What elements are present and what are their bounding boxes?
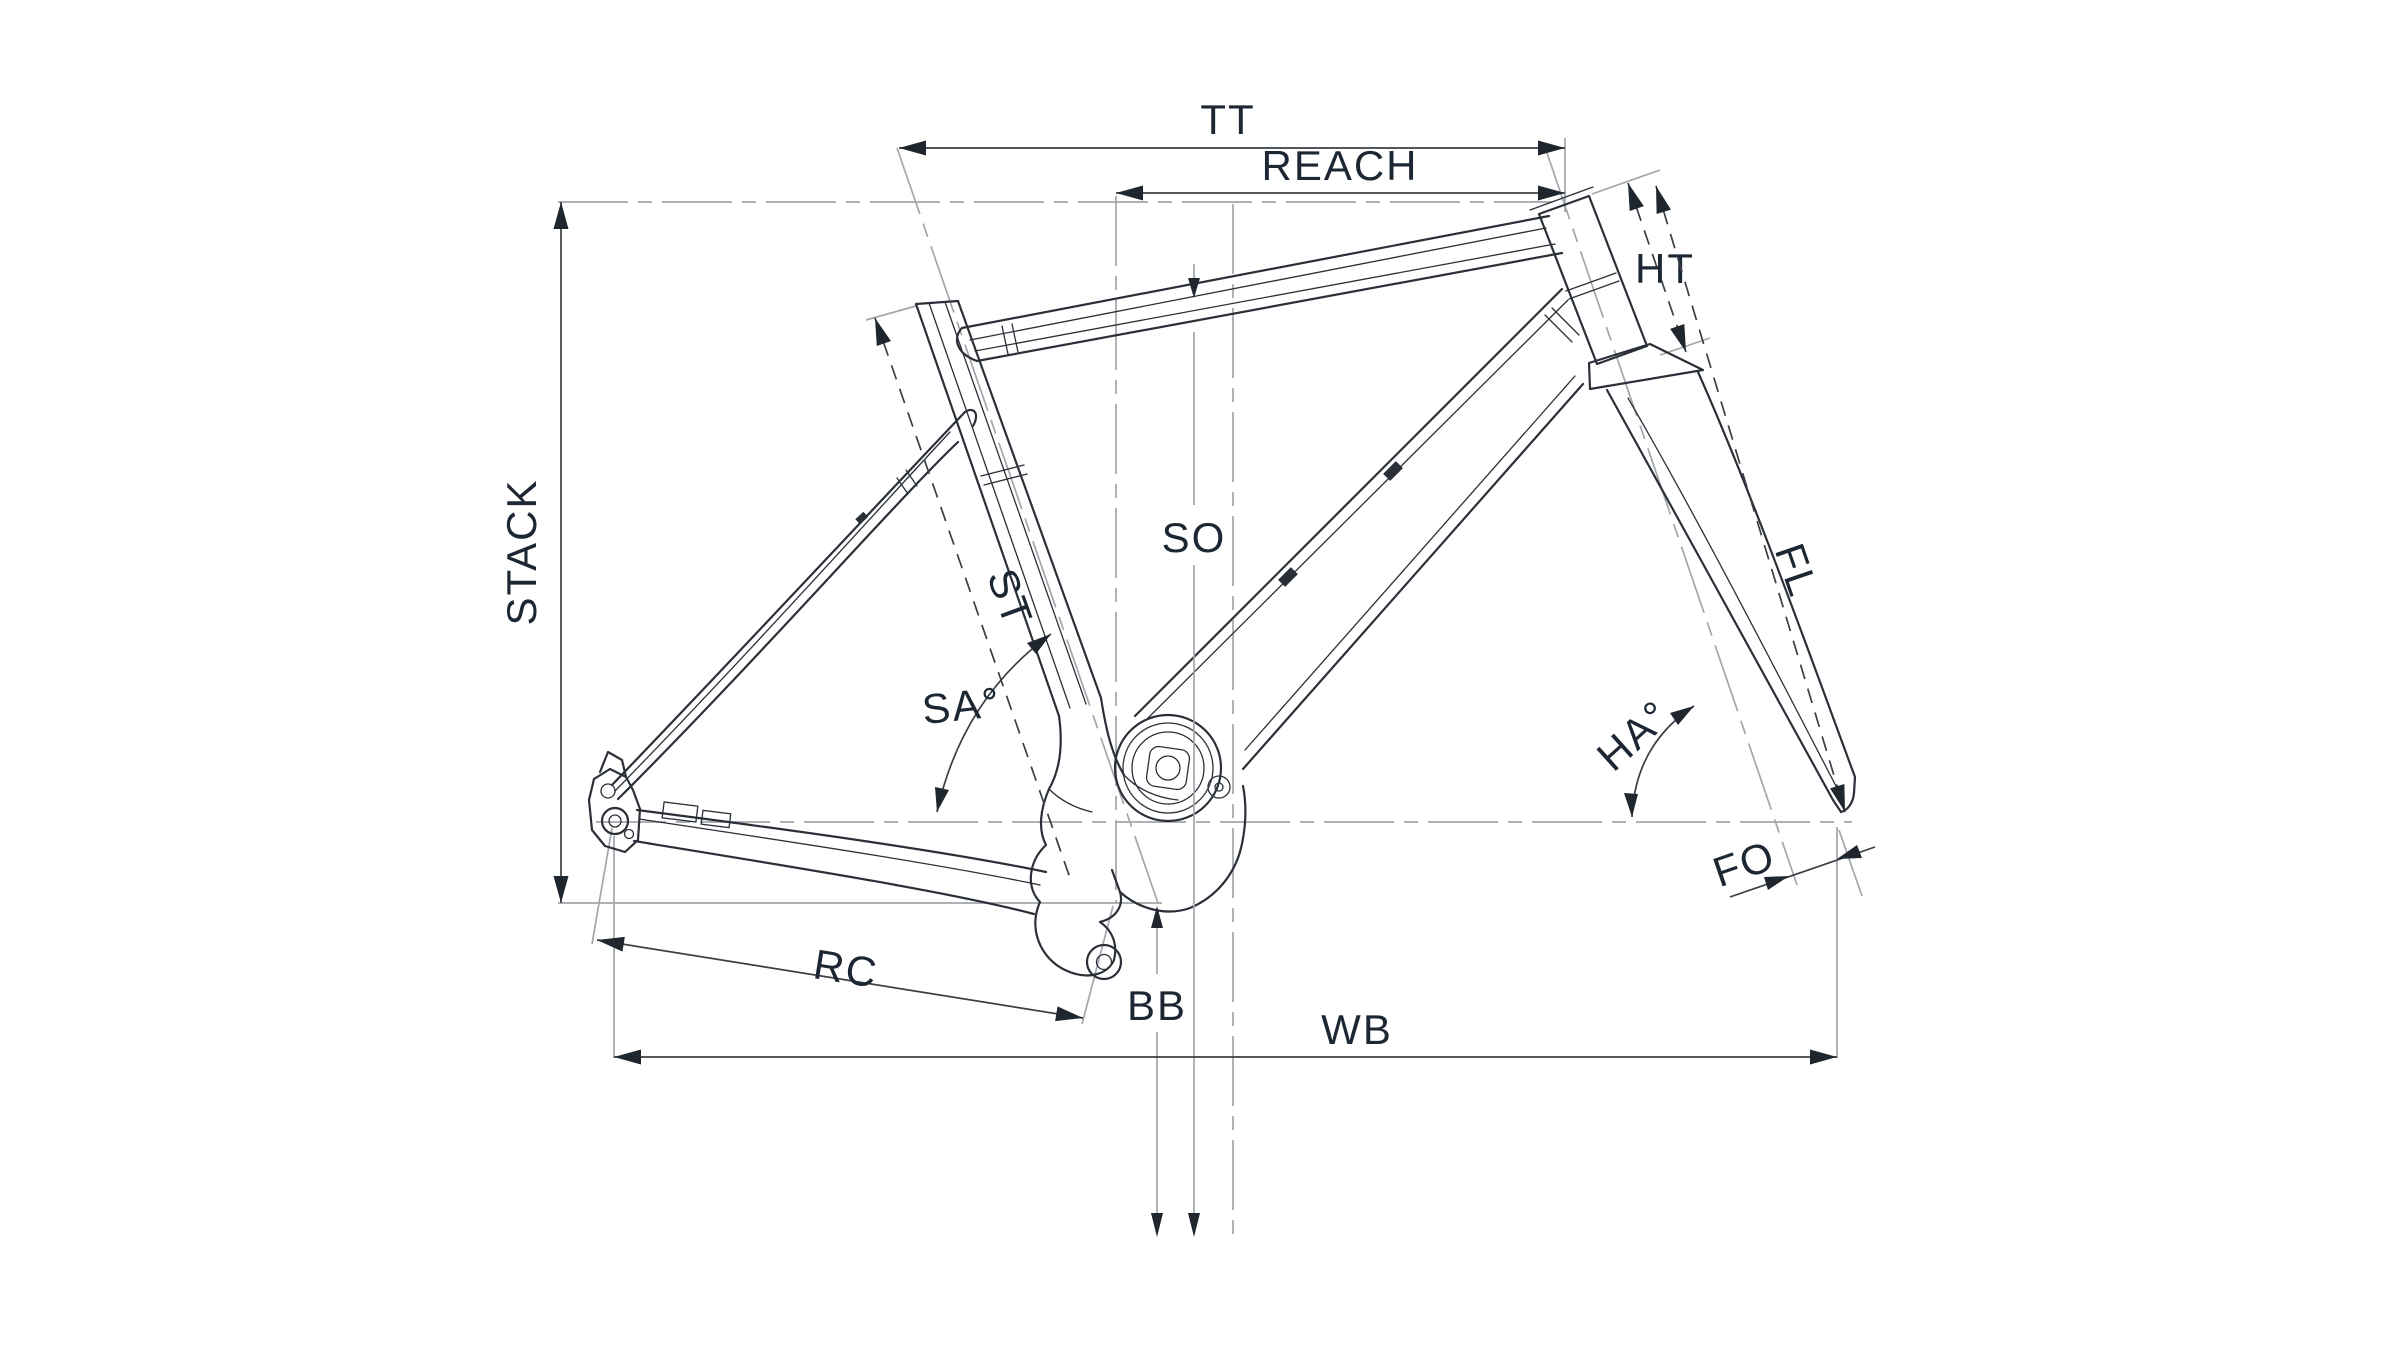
down-tube <box>1133 287 1585 771</box>
label-rc: RC <box>810 940 881 997</box>
label-wb: WB <box>1321 1006 1393 1053</box>
label-reach: REACH <box>1261 142 1418 189</box>
downtube-boss <box>1383 461 1403 481</box>
dropout-pivot-hole <box>600 783 616 799</box>
flatmount-boss <box>700 809 732 829</box>
rear-dropout <box>587 750 642 854</box>
dim-head-tube: HT <box>1627 182 1693 353</box>
rear-axle-hole <box>600 806 630 836</box>
seat-tube <box>914 299 1126 791</box>
downtube-boss <box>1278 567 1298 587</box>
label-bb: BB <box>1127 982 1187 1029</box>
label-fl: FL <box>1766 538 1828 603</box>
dim-seat-angle: SA° <box>920 633 1052 813</box>
label-so: SO <box>1162 514 1227 561</box>
chain-stay <box>632 801 1048 916</box>
label-stack: STACK <box>498 479 545 626</box>
dim-head-angle: HA° <box>1588 691 1695 818</box>
dim-wheelbase: WB <box>614 1006 1837 1065</box>
dimensions: TT REACH STACK HT FL ST SA° <box>498 96 1876 1237</box>
label-sa: SA° <box>920 678 1003 733</box>
dim-standover: SO <box>1160 264 1228 1237</box>
dim-reach: REACH <box>1116 142 1565 201</box>
dim-seat-tube: ST <box>874 317 1071 879</box>
plate-hole <box>1085 943 1123 981</box>
dim-stack: STACK <box>498 202 569 903</box>
dim-bb-drop: BB <box>1124 906 1190 1237</box>
spindle-socket <box>1145 745 1191 791</box>
dim-fork-offset: FO <box>1707 831 1876 898</box>
label-st: ST <box>978 563 1042 633</box>
top-tube <box>955 214 1564 363</box>
extension-lines <box>558 138 1863 1237</box>
motor-underside <box>1118 784 1247 913</box>
flatmount-boss <box>661 801 699 823</box>
motor-lower-plate <box>1029 787 1123 977</box>
seat-top-perp-extension <box>865 305 917 321</box>
fo-axle-extension <box>1838 829 1863 897</box>
dim-rear-center: RC <box>596 936 1084 1022</box>
label-ha: HA° <box>1588 691 1680 780</box>
rc-rear-extension <box>591 827 613 945</box>
head-top-perp-extension <box>1591 169 1661 195</box>
motor-bolt <box>1207 775 1231 799</box>
frame-drawing <box>587 186 1857 981</box>
label-tt: TT <box>1200 96 1255 143</box>
dim-top-tube: TT <box>899 96 1565 156</box>
seat-stay <box>610 408 978 801</box>
seatstay-boss <box>855 511 869 525</box>
